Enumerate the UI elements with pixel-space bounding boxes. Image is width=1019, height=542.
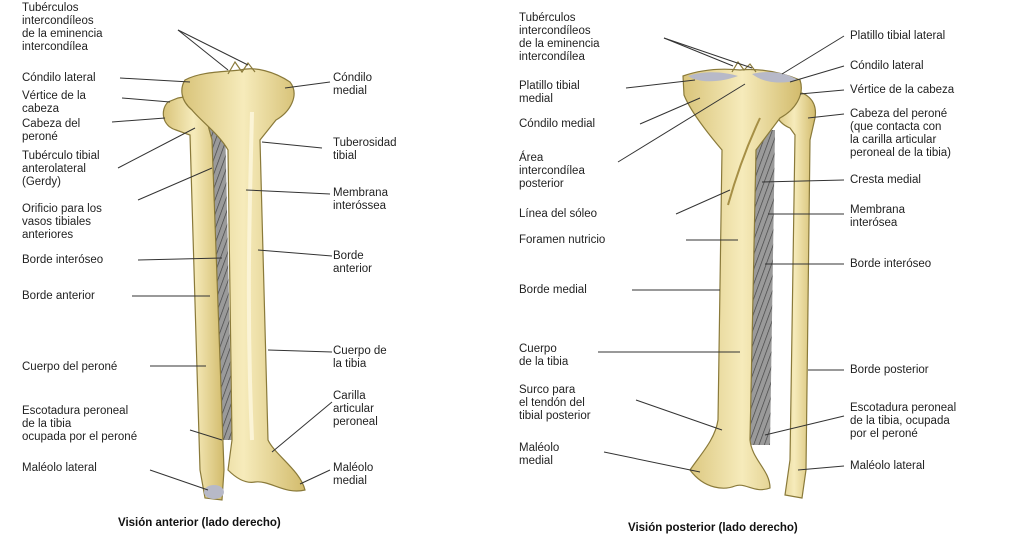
ant-label-lateral-condyle: Cóndilo lateral	[22, 72, 96, 85]
caption-posterior: Visión posterior (lado derecho)	[628, 522, 798, 534]
post-label-fibula-head: Cabeza del peroné (que contacta con la c…	[850, 108, 951, 160]
caption-anterior: Visión anterior (lado derecho)	[118, 517, 281, 529]
post-label-medial-plateau: Platillo tibial medial	[519, 80, 580, 106]
ant-label-tibia-body: Cuerpo de la tibia	[333, 345, 387, 371]
post-label-medial-condyle: Cóndilo medial	[519, 118, 595, 131]
post-label-nutrient-foramen: Foramen nutricio	[519, 234, 605, 247]
ant-label-interosseous-membrane: Membrana interóssea	[333, 187, 388, 213]
post-label-medial-malleolus: Maléolo medial	[519, 442, 559, 468]
post-label-fibular-notch: Escotadura peroneal de la tibia, ocupada…	[850, 402, 956, 441]
posterior-tibia	[683, 69, 801, 489]
posterior-view	[683, 62, 815, 498]
post-label-posterior-border: Borde posterior	[850, 364, 929, 377]
ant-label-fibula-head: Cabeza del peroné	[22, 118, 80, 144]
ant-label-gerdy-tubercle: Tubérculo tibial anterolateral (Gerdy)	[22, 150, 100, 189]
ant-label-tibia-anterior-border: Borde anterior	[333, 250, 372, 276]
ant-label-medial-malleolus: Maléolo medial	[333, 462, 373, 488]
ant-label-fibula-body: Cuerpo del peroné	[22, 361, 117, 374]
ant-label-fibular-facet: Carilla articular peroneal	[333, 390, 378, 429]
ant-label-fibular-notch: Escotadura peroneal de la tibia ocupada …	[22, 405, 137, 444]
post-label-interosseous-membrane: Membrana interósea	[850, 204, 905, 230]
anterior-view	[163, 62, 305, 500]
post-label-medial-crest: Cresta medial	[850, 174, 921, 187]
posterior-fibula	[773, 92, 815, 498]
post-label-medial-border: Borde medial	[519, 284, 587, 297]
post-label-interosseous-border: Borde interóseo	[850, 258, 931, 271]
ant-label-anterior-border: Borde anterior	[22, 290, 95, 303]
ant-label-intercondylar-tubercles: Tubérculos intercondíleos de la eminenci…	[22, 2, 103, 54]
ant-label-vessel-foramen: Orificio para los vasos tibiales anterio…	[22, 203, 102, 242]
post-label-intercondylar-tubercles: Tubérculos intercondíleos de la eminenci…	[519, 12, 600, 64]
ant-label-head-apex: Vértice de la cabeza	[22, 90, 86, 116]
anterior-lateral-malleolus	[204, 485, 224, 499]
post-label-lateral-plateau: Platillo tibial lateral	[850, 30, 945, 43]
ant-label-lateral-malleolus: Maléolo lateral	[22, 462, 97, 475]
post-label-soleal-line: Línea del sóleo	[519, 208, 597, 221]
post-label-head-apex: Vértice de la cabeza	[850, 84, 954, 97]
post-label-intercondylar-area: Área intercondílea posterior	[519, 152, 585, 191]
ant-label-tibial-tuberosity: Tuberosidad tibial	[333, 137, 397, 163]
post-label-tibia-body: Cuerpo de la tibia	[519, 343, 568, 369]
ant-label-medial-condyle: Cóndilo medial	[333, 72, 372, 98]
post-label-lateral-condyle: Cóndilo lateral	[850, 60, 924, 73]
post-label-tibialis-groove: Surco para el tendón del tibial posterio…	[519, 384, 591, 423]
post-label-lateral-malleolus: Maléolo lateral	[850, 460, 925, 473]
ant-label-interosseous-border: Borde interóseo	[22, 254, 103, 267]
